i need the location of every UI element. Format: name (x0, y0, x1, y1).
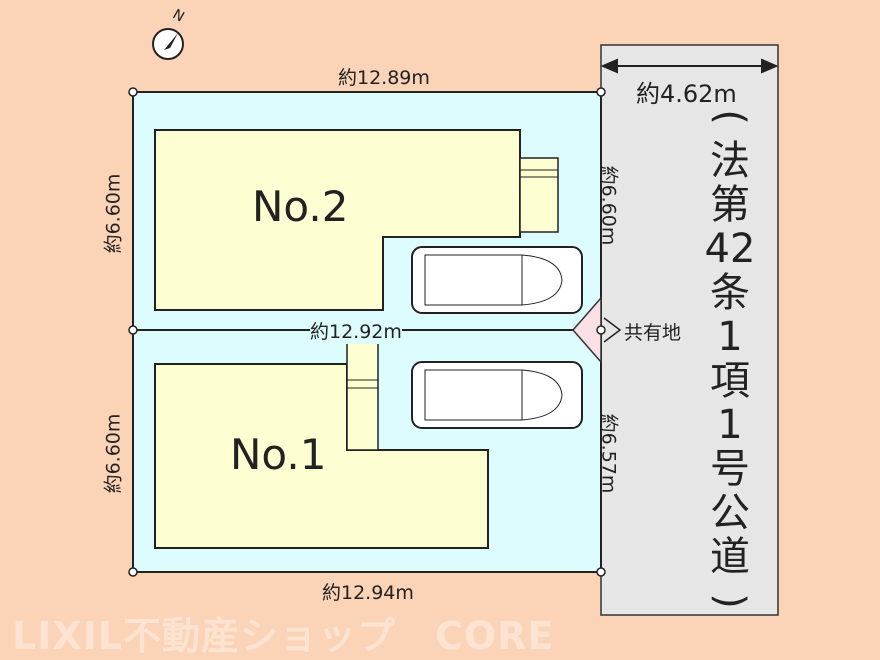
car-lower (411, 361, 583, 429)
shared-pointer (603, 317, 622, 343)
dim-middle: 約12.92m (310, 317, 402, 344)
road-char: 項 (710, 358, 750, 404)
road-char: ( (706, 109, 753, 125)
road-width-arrow (600, 58, 779, 74)
road-char: 42 (704, 226, 756, 272)
road-char: 号 (710, 446, 750, 492)
watermark: LIXIL不動産ショップ CORE (12, 614, 555, 658)
road-char: 1 (717, 314, 743, 360)
road-char: 法 (710, 138, 750, 184)
dim-road-width: 約4.62m (636, 80, 737, 108)
dim-top: 約12.89m (338, 67, 430, 89)
road-char: 道 (710, 534, 750, 580)
road-char: 公 (710, 490, 750, 536)
road (600, 44, 779, 616)
road-char: ) (706, 593, 753, 609)
porch-no2 (519, 157, 559, 233)
shared-land-label: 共有地 (624, 322, 682, 344)
dim-left-upper: 約6.60m (102, 173, 125, 254)
car-upper (411, 246, 583, 314)
dim-left-lower: 約6.60m (102, 413, 125, 494)
house-no2 (154, 129, 521, 311)
road-char: 第 (710, 182, 750, 228)
compass-icon (152, 28, 184, 60)
lot-label-no2: No.2 (252, 182, 349, 231)
road-char: 1 (717, 402, 743, 448)
corner-markers (128, 87, 606, 577)
dim-right-upper: 約6.60m (597, 165, 620, 246)
road-label: ( 法 第 42 条 1 項 1 号 公 道 ) (700, 95, 760, 623)
road-char: 条 (710, 270, 750, 316)
dim-bottom: 約12.94m (322, 582, 414, 604)
dim-right-lower: 約6.57m (597, 413, 620, 494)
porch-no1 (346, 341, 379, 451)
lot-label-no1: No.1 (230, 430, 327, 479)
